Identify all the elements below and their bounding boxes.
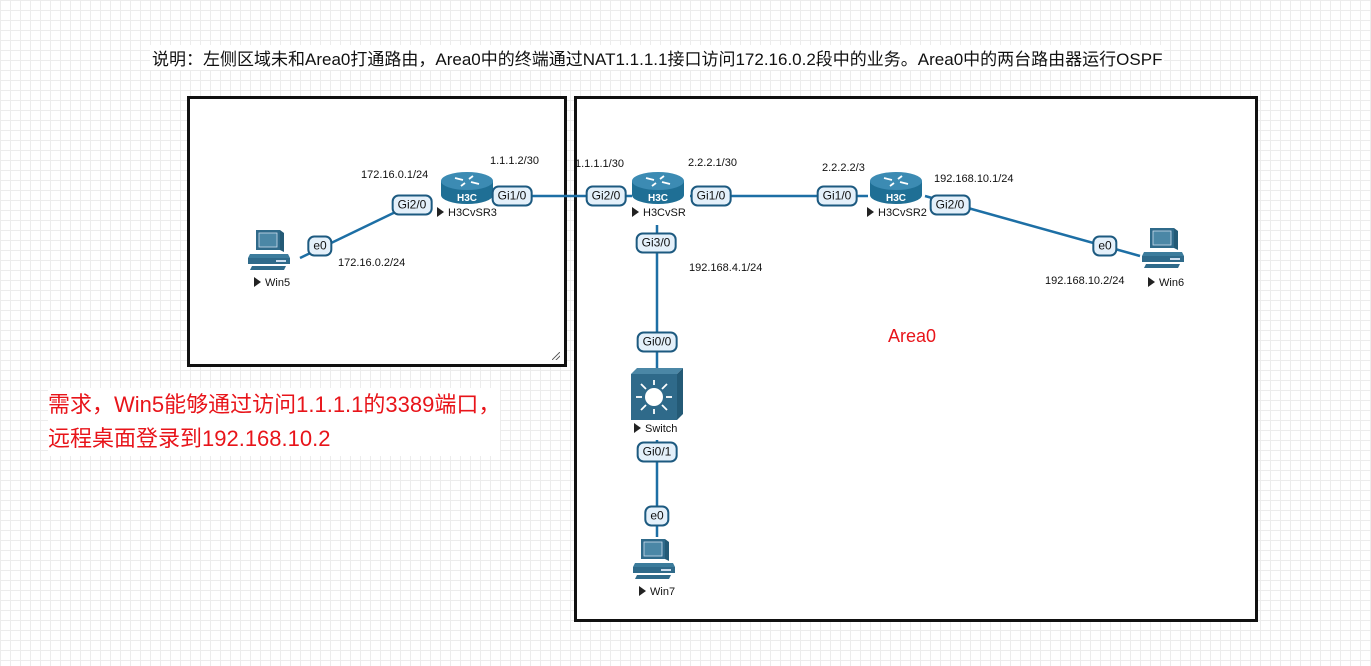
ip-r3-gi1-0: 1.1.1.2/30 bbox=[490, 155, 539, 167]
iface-win7-e0[interactable]: e0 bbox=[644, 505, 670, 527]
router-icon: H3C bbox=[870, 172, 922, 204]
label-win5: Win5 bbox=[254, 277, 290, 289]
iface-r-gi1-0[interactable]: Gi1/0 bbox=[690, 185, 732, 207]
pc-win5[interactable] bbox=[248, 228, 290, 272]
iface-sw-gi0-1[interactable]: Gi0/1 bbox=[636, 441, 678, 463]
left-area-box[interactable] bbox=[187, 96, 567, 367]
label-h3cvsr: H3CvSR bbox=[632, 207, 686, 219]
ip-r-gi3-0: 192.168.4.1/24 bbox=[689, 262, 763, 274]
iface-win6-e0[interactable]: e0 bbox=[1092, 235, 1118, 257]
requirement-text: 需求，Win5能够通过访问1.1.1.1的3389端口， 远程桌面登录到192.… bbox=[48, 388, 501, 456]
play-icon[interactable] bbox=[437, 207, 444, 217]
router-brand: H3C bbox=[886, 193, 906, 204]
play-icon[interactable] bbox=[867, 207, 874, 217]
switch-device[interactable] bbox=[631, 368, 683, 420]
iface-r2-gi2-0[interactable]: Gi2/0 bbox=[929, 194, 971, 216]
label-win6: Win6 bbox=[1148, 277, 1184, 289]
iface-r3-gi2-0[interactable]: Gi2/0 bbox=[391, 194, 433, 216]
play-icon[interactable] bbox=[1148, 277, 1155, 287]
router-brand: H3C bbox=[648, 193, 668, 204]
label-win7: Win7 bbox=[639, 586, 675, 598]
router-h3cvsr[interactable]: H3C bbox=[629, 170, 687, 206]
iface-r2-gi1-0[interactable]: Gi1/0 bbox=[816, 185, 858, 207]
switch-icon bbox=[631, 368, 683, 420]
area0-label: Area0 bbox=[888, 326, 937, 346]
computer-icon bbox=[633, 539, 675, 579]
label-h3cvsr2: H3CvSR2 bbox=[867, 207, 927, 219]
iface-r-gi3-0[interactable]: Gi3/0 bbox=[635, 232, 677, 254]
computer-icon bbox=[248, 230, 290, 270]
router-icon: H3C bbox=[632, 172, 684, 204]
play-icon[interactable] bbox=[254, 277, 261, 287]
label-switch: Switch bbox=[634, 423, 677, 435]
ip-win5: 172.16.0.2/24 bbox=[338, 257, 406, 269]
router-h3cvsr2[interactable]: H3C bbox=[867, 170, 925, 206]
area0-box[interactable] bbox=[574, 96, 1258, 622]
iface-r-gi2-0[interactable]: Gi2/0 bbox=[585, 185, 627, 207]
requirement-line-2: 远程桌面登录到192.168.10.2 bbox=[48, 426, 331, 451]
iface-r3-gi1-0[interactable]: Gi1/0 bbox=[491, 185, 533, 207]
iface-sw-gi0-0[interactable]: Gi0/0 bbox=[636, 331, 678, 353]
ip-r3-gi2-0: 172.16.0.1/24 bbox=[361, 169, 429, 181]
ip-r-gi2-0: 1.1.1.1/30 bbox=[575, 158, 624, 170]
ip-r2-gi2-0: 192.168.10.1/24 bbox=[934, 173, 1014, 185]
resize-grip-icon[interactable] bbox=[552, 352, 560, 360]
requirement-line-1: 需求，Win5能够通过访问1.1.1.1的3389端口， bbox=[48, 392, 501, 417]
label-h3cvsr3: H3CvSR3 bbox=[437, 207, 497, 219]
play-icon[interactable] bbox=[634, 423, 641, 433]
router-icon: H3C bbox=[441, 172, 493, 204]
ip-r-gi1-0: 2.2.2.1/30 bbox=[688, 157, 737, 169]
play-icon[interactable] bbox=[632, 207, 639, 217]
pc-win7[interactable] bbox=[633, 537, 675, 581]
description-note: 说明：左侧区域未和Area0打通路由，Area0中的终端通过NAT1.1.1.1… bbox=[150, 45, 1165, 70]
pc-win6[interactable] bbox=[1142, 226, 1184, 270]
router-brand: H3C bbox=[457, 193, 477, 204]
ip-r2-gi1-0: 2.2.2.2/3 bbox=[822, 162, 865, 174]
router-h3cvsr3[interactable]: H3C bbox=[438, 170, 496, 206]
computer-icon bbox=[1142, 228, 1184, 268]
play-icon[interactable] bbox=[639, 586, 646, 596]
iface-win5-e0[interactable]: e0 bbox=[307, 235, 333, 257]
ip-win6: 192.168.10.2/24 bbox=[1045, 275, 1125, 287]
